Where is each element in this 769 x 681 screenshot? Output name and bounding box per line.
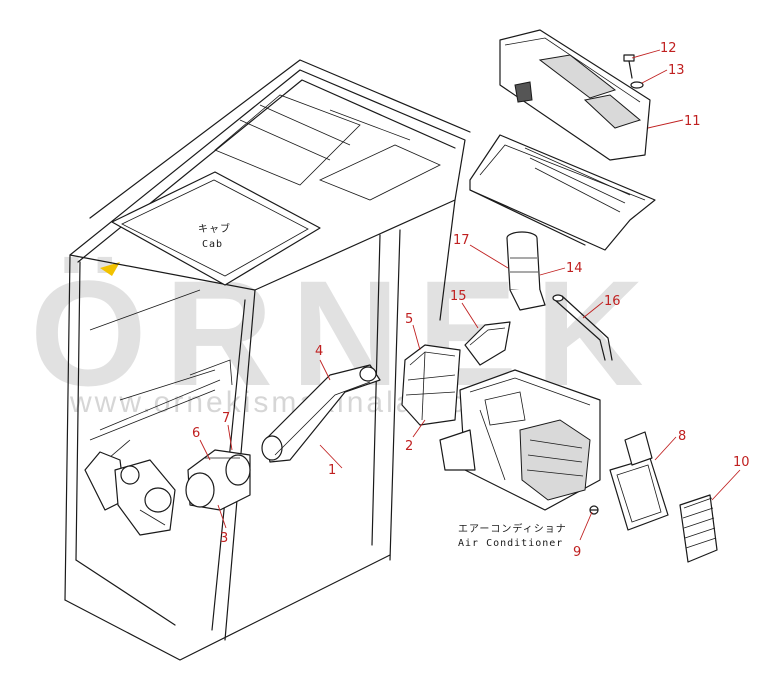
caption-cab-jp: キャブ bbox=[198, 222, 231, 235]
part-bolt-12 bbox=[623, 54, 635, 79]
part-duct-5-2 bbox=[401, 344, 461, 426]
callout-16: 16 bbox=[604, 294, 621, 309]
callout-4: 4 bbox=[315, 344, 323, 359]
callout-11: 11 bbox=[684, 114, 701, 129]
part-filter-frame-8 bbox=[609, 431, 669, 531]
part-damper-3-6-7 bbox=[185, 449, 251, 511]
part-duct-14-17 bbox=[506, 231, 546, 311]
caption-cab: キャブ Cab bbox=[198, 222, 231, 250]
callout-3: 3 bbox=[220, 531, 228, 546]
caption-cab-en: Cab bbox=[202, 239, 223, 250]
part-washer-13 bbox=[630, 81, 644, 89]
callout-numbers: 1 2 3 4 5 6 7 8 9 10 11 12 13 14 15 16 1… bbox=[192, 41, 750, 560]
callout-15: 15 bbox=[450, 289, 467, 304]
caption-ac-en: Air Conditioner bbox=[458, 538, 563, 549]
callout-17: 17 bbox=[453, 233, 470, 248]
callout-5: 5 bbox=[405, 312, 413, 327]
part-filter-10 bbox=[679, 494, 718, 563]
part-nozzle-15 bbox=[464, 321, 511, 366]
callout-7: 7 bbox=[222, 411, 230, 426]
callout-leaders bbox=[199, 49, 741, 541]
caption-air-conditioner: エアーコンディショナ Air Conditioner bbox=[458, 522, 567, 549]
callout-14: 14 bbox=[566, 261, 583, 276]
callout-10: 10 bbox=[733, 455, 750, 470]
part-vent-outlet-assembly bbox=[84, 451, 176, 536]
callout-8: 8 bbox=[678, 429, 686, 444]
part-air-conditioner-unit bbox=[439, 369, 601, 511]
callout-13: 13 bbox=[668, 63, 685, 78]
callout-6: 6 bbox=[192, 426, 200, 441]
part-flex-duct-1-4 bbox=[261, 364, 381, 463]
watermark-accent-mark bbox=[100, 262, 120, 276]
part-duct-housing bbox=[469, 134, 656, 251]
cab-frame bbox=[64, 59, 471, 661]
caption-ac-jp: エアーコンディショナ bbox=[458, 522, 567, 535]
callout-12: 12 bbox=[660, 41, 677, 56]
callout-9: 9 bbox=[573, 545, 581, 560]
callout-1: 1 bbox=[328, 463, 336, 478]
part-cover-11 bbox=[499, 29, 651, 161]
callout-2: 2 bbox=[405, 439, 413, 454]
part-drain-hose-16 bbox=[552, 294, 613, 361]
